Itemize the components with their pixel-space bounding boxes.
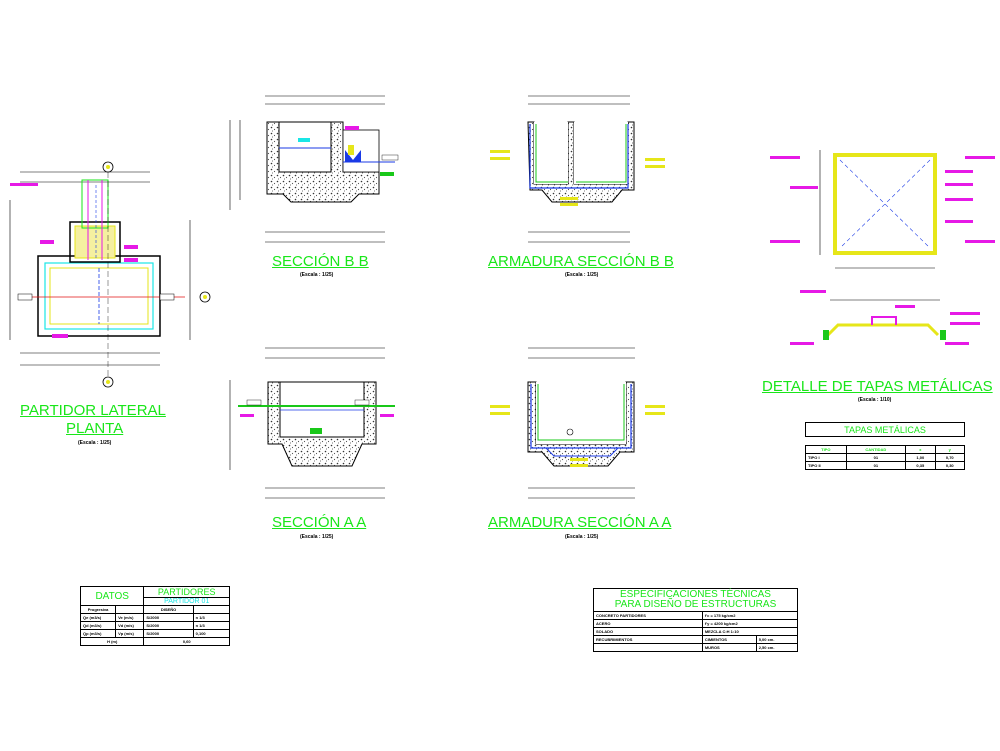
section-bb (229, 95, 399, 243)
lid-detail-plan (770, 150, 995, 269)
datos-cell: n 1/3 (192, 613, 231, 622)
title-seccion-aa: SECCIÓN A A (272, 514, 367, 531)
specs-table: ESPECIFICACIONES TÉCNICAS PARA DISEÑO DE… (593, 588, 799, 652)
datos-cell: Qp (m3/s) (79, 629, 117, 638)
title-detalle-tapas: DETALLE DE TAPAS METÁLICAS (762, 378, 993, 395)
section-bb-rebar (490, 95, 665, 243)
title-partidor-line1: PARTIDOR LATERAL (20, 402, 166, 419)
datos-cell (192, 605, 231, 614)
datos-cell: Ve (m/s) (115, 613, 145, 622)
section-aa (229, 347, 395, 499)
specs-cell: f'y = 4200 kg/cm2 (701, 619, 799, 628)
datos-cell: n 1/3 (192, 621, 231, 630)
specs-cell: MUROS (701, 643, 757, 652)
tapas-cell: TIPO I (805, 453, 847, 462)
scale-partidor: (Escala : 1/25) (78, 440, 112, 446)
tapas-cell: 01 (845, 461, 907, 470)
datos-cell: Qe (m3/s) (79, 613, 117, 622)
specs-title-cell: ESPECIFICACIONES TÉCNICAS PARA DISEÑO DE… (593, 588, 798, 612)
datos-cell: 0,60 (143, 637, 230, 646)
datos-cell (115, 605, 145, 614)
specs-cell: 2,50 cm. (755, 643, 799, 652)
datos-cell: Vp (m/s) (115, 629, 145, 638)
specs-cell (593, 643, 703, 652)
tapas-header-tipo: TIPO (805, 445, 847, 454)
specs-cell: MEZCLA C:H 1:10 (701, 627, 799, 636)
scale-detalle-tapas: (Escala : 1/10) (858, 397, 892, 403)
title-armadura-aa: ARMADURA SECCIÓN A A (488, 514, 672, 531)
specs-title-line1: ESPECIFICACIONES TÉCNICAS (620, 589, 771, 600)
specs-cell: CONCRETO PARTIDORES (593, 611, 703, 620)
title-armadura-bb: ARMADURA SECCIÓN B B (488, 253, 674, 270)
title-seccion-bb: SECCIÓN B B (272, 253, 369, 270)
specs-cell: f'c = 175 kg/cm2 (701, 611, 799, 620)
tapas-table: TAPAS METÁLICAS TIPO CANTIDAD x y TIPO I… (805, 422, 966, 470)
scale-seccion-aa: (Escala : 1/25) (300, 534, 334, 540)
datos-cell: Vd (m/s) (115, 621, 145, 630)
datos-cell: S/2000 (143, 613, 194, 622)
tapas-header-y: y (934, 445, 966, 454)
section-aa-rebar (490, 347, 665, 499)
specs-cell: CIMIENTOS (701, 635, 757, 644)
specs-cell: RECUBRIMIENTOS (593, 635, 703, 644)
tapas-cell: 0,35 (905, 461, 936, 470)
scale-seccion-bb: (Escala : 1/25) (300, 272, 334, 278)
datos-cell: DISEÑO (143, 605, 194, 614)
tapas-spacer (806, 437, 965, 446)
lid-detail-section (790, 290, 980, 345)
datos-subtitle: PARTIDOR 01 (143, 597, 230, 606)
title-partidor-line2: PLANTA (66, 420, 124, 437)
specs-cell: 5,00 cm. (755, 635, 799, 644)
scale-armadura-bb: (Escala : 1/25) (565, 272, 599, 278)
datos-cell: H (m) (79, 637, 145, 646)
tapas-cell: 01 (845, 453, 907, 462)
datos-partidores: PARTIDORES (143, 586, 230, 598)
datos-title: DATOS (79, 586, 145, 606)
specs-title-line2: PARA DISEÑO DE ESTRUCTURAS (614, 599, 777, 610)
datos-table: DATOS PARTIDORES PARTIDOR 01 Progresiva … (79, 586, 231, 646)
tapas-cell: 0,70 (934, 453, 966, 462)
datos-cell: Qd (m3/s) (79, 621, 117, 630)
specs-cell: ACERO (593, 619, 703, 628)
tapas-header-x: x (905, 445, 936, 454)
datos-cell: Progresiva (79, 605, 117, 614)
tapas-cell: TIPO II (805, 461, 847, 470)
datos-cell: 0,100 (192, 629, 231, 638)
tapas-header-cantidad: CANTIDAD (845, 445, 907, 454)
tapas-cell: 0,30 (934, 461, 966, 470)
plan-view (9, 161, 211, 388)
tapas-table-title: TAPAS METÁLICAS (805, 422, 965, 437)
specs-cell: SOLADO (593, 627, 703, 636)
datos-cell: S/2000 (143, 629, 194, 638)
scale-armadura-aa: (Escala : 1/25) (565, 534, 599, 540)
datos-cell: S/2000 (143, 621, 194, 630)
tapas-cell: 1,00 (905, 453, 936, 462)
